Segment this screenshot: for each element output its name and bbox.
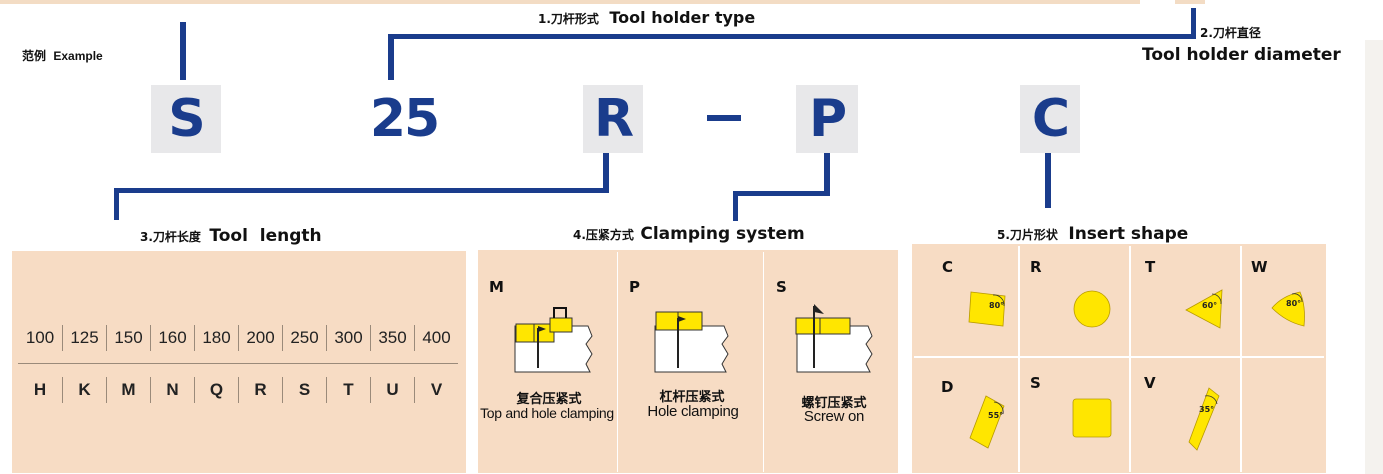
insert-s-square-icon	[1072, 398, 1112, 438]
tool-length-value: 150	[106, 325, 150, 351]
example-label-en: Example	[53, 49, 103, 63]
clamping-label: 4.压紧方式 Clamping system	[573, 224, 805, 244]
connector-r-horizontal	[114, 188, 609, 193]
insert-shape-label-cn: 5.刀片形状	[997, 228, 1058, 242]
tool-length-codes-row: H K M N Q R S T U V	[18, 377, 458, 403]
clamp-p-illustration	[654, 311, 729, 373]
clamping-separator	[617, 252, 618, 472]
tool-length-code: R	[238, 377, 282, 403]
connector-25-horizontal	[388, 34, 1196, 39]
tool-length-value: 300	[326, 325, 370, 351]
connector-r-vertical	[603, 153, 609, 193]
connector-p-vertical	[824, 153, 830, 196]
insert-t-angle: 60°	[1202, 301, 1217, 310]
tool-length-value: 400	[414, 325, 458, 351]
insert-c-angle: 80°	[989, 301, 1004, 310]
insert-d-angle: 55°	[988, 411, 1003, 420]
insert-letter-w: W	[1251, 258, 1268, 276]
connector-c-vertical	[1045, 153, 1051, 208]
tool-length-value: 125	[62, 325, 106, 351]
holder-diameter-label-cn: 2.刀杆直径	[1200, 26, 1261, 40]
tool-length-label: 3.刀杆长度 Tool length	[140, 226, 322, 246]
tool-length-label-cn: 3.刀杆长度	[140, 230, 201, 244]
tool-length-label-en: Tool length	[209, 226, 322, 246]
clamping-separator	[763, 252, 764, 472]
insert-letter-c: C	[942, 258, 954, 276]
code-box-s: S	[151, 85, 221, 153]
holder-type-label-cn: 1.刀杆形式	[538, 12, 599, 26]
tool-length-code: U	[370, 377, 414, 403]
code-box-25: 25	[369, 89, 440, 149]
holder-type-label: 1.刀杆形式 Tool holder type	[538, 8, 755, 28]
holder-type-label-en: Tool holder type	[609, 8, 756, 27]
insert-letter-s: S	[1030, 374, 1041, 392]
insert-t-triangle-icon: 60°	[1185, 289, 1223, 329]
insert-r-round-icon	[1073, 290, 1111, 328]
connector-clamping-vertical	[733, 191, 738, 221]
clamping-label-cn: 4.压紧方式	[573, 228, 634, 242]
tool-length-panel	[12, 251, 466, 473]
tool-length-code: T	[326, 377, 370, 403]
insert-grid-line	[1129, 246, 1131, 472]
insert-d-rhombus-icon: 55°	[969, 395, 1005, 449]
tool-length-value: 100	[25, 328, 55, 347]
insert-v-angle: 35°	[1199, 405, 1214, 414]
holder-diameter-label-en: Tool holder diameter	[1142, 45, 1341, 65]
code-box-r: R	[583, 85, 643, 153]
right-decor-strip	[1365, 40, 1383, 474]
code-box-p: P	[796, 85, 858, 153]
insert-grid-line	[1240, 246, 1242, 472]
insert-shape-label-en: Insert shape	[1068, 224, 1189, 244]
insert-c-rhombus-icon: 80°	[968, 291, 1006, 327]
connector-s	[180, 22, 186, 80]
tool-length-value: 250	[282, 325, 326, 351]
tool-length-code: Q	[194, 377, 238, 403]
example-label: 范例 Example	[22, 47, 103, 64]
insert-w-angle: 80°	[1286, 299, 1301, 308]
insert-letter-d: D	[941, 378, 954, 396]
clamp-m-illustration	[514, 307, 593, 373]
clamp-p-en: Hole clamping	[647, 403, 739, 420]
tool-length-value: 350	[370, 325, 414, 351]
insert-letter-r: R	[1030, 258, 1042, 276]
insert-v-rhombus-icon: 35°	[1188, 387, 1220, 451]
clamp-p-cn: 杠杆压紧式	[659, 390, 725, 405]
insert-grid-line	[1018, 246, 1020, 472]
clamp-s-en: Screw on	[803, 408, 865, 425]
top-decor-strip	[0, 0, 1140, 4]
code-box-c: C	[1020, 85, 1080, 153]
clamp-m-cn: 复合压紧式	[516, 392, 582, 407]
tool-length-code: M	[106, 377, 150, 403]
insert-grid-line	[914, 356, 1324, 358]
example-label-cn: 范例	[22, 49, 47, 63]
tool-length-code: V	[414, 377, 458, 403]
clamp-letter-s: S	[776, 278, 787, 296]
tool-length-values-row: 100 125 150 160 180 200 250 300 350 400	[18, 325, 458, 351]
clamp-letter-p: P	[629, 278, 640, 296]
insert-shape-label: 5.刀片形状 Insert shape	[997, 224, 1188, 244]
clamp-letter-m: M	[489, 278, 504, 296]
connector-p-horizontal	[733, 191, 830, 196]
tool-length-value: 180	[194, 325, 238, 351]
top-decor-strip-right	[1175, 0, 1205, 4]
tool-length-value: 160	[150, 325, 194, 351]
insert-w-trigon-icon: 80°	[1271, 291, 1305, 327]
tool-length-code: H	[33, 380, 47, 399]
connector-length-vertical	[114, 188, 119, 220]
connector-25-vertical	[388, 36, 394, 80]
clamp-s-cn: 螺钉压紧式	[801, 396, 867, 411]
insert-letter-t: T	[1145, 258, 1156, 276]
clamp-m-en: Top and hole clamping	[480, 405, 614, 421]
insert-letter-v: V	[1144, 374, 1156, 392]
connector-diameter-vertical	[1191, 8, 1196, 38]
clamp-s-illustration	[795, 304, 873, 373]
tool-length-code: N	[150, 377, 194, 403]
tool-length-code: K	[62, 377, 106, 403]
tool-length-divider	[18, 363, 458, 364]
tool-length-code: S	[282, 377, 326, 403]
code-dash	[707, 115, 741, 121]
clamping-label-en: Clamping system	[640, 224, 805, 244]
tool-length-value: 200	[238, 325, 282, 351]
